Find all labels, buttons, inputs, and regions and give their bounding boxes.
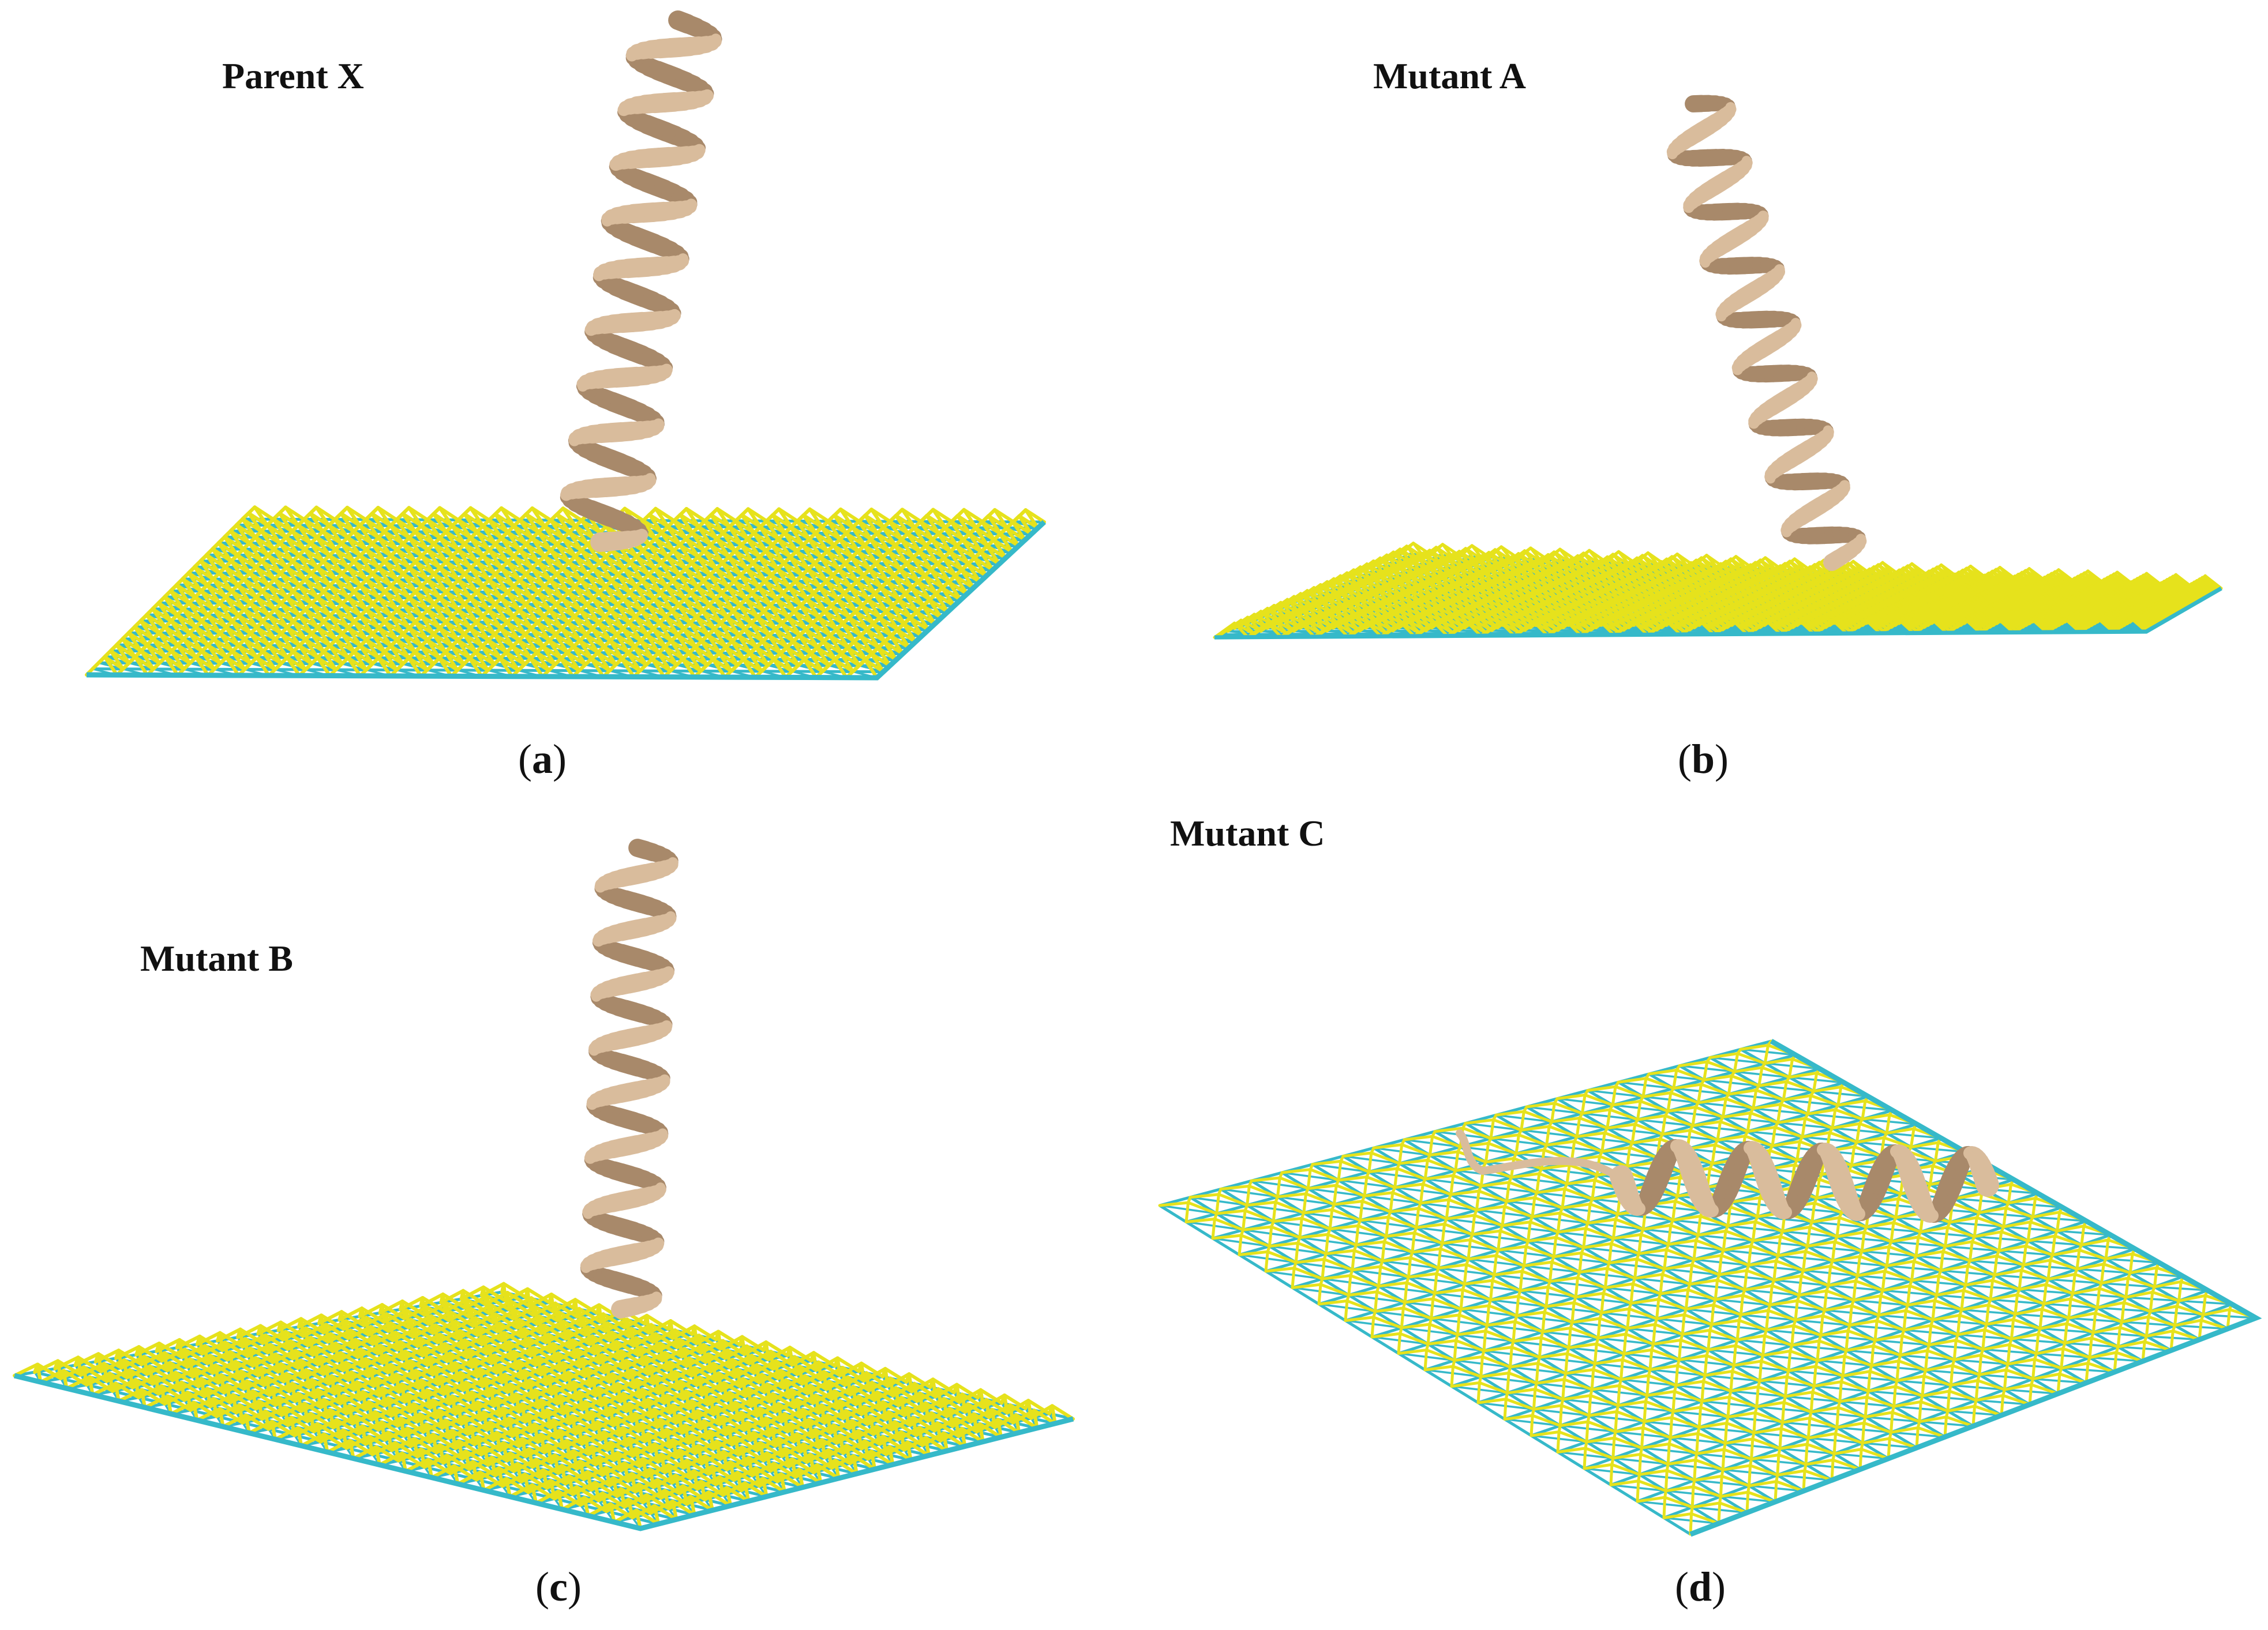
lattice-bond [176,655,198,677]
panel-b-title: Mutant A [1373,55,1526,96]
lattice-bond [285,656,301,678]
lattice-bond [346,656,362,678]
lattice-bond [316,656,332,678]
panel-a-title: Parent X [222,55,364,96]
lattice-bond [358,656,380,678]
lattice-bond [85,655,107,677]
lattice-bond [297,656,320,678]
lattice-pyramids [85,505,1046,679]
panel-c-caption: (c) [535,1564,582,1610]
lattice-bond [115,655,137,677]
lattice-bond [255,655,271,678]
lattice-bond [328,656,350,678]
panel-a-lattice-sheet [85,505,1047,681]
panel-c-title: Mutant B [140,938,293,979]
lattice-bond [224,655,241,677]
panel-b-caption: (b) [1678,736,1729,782]
panel-a-caption: (a) [518,736,567,782]
panel-d-caption: (d) [1675,1564,1726,1610]
lattice-bond [163,655,180,677]
lattice-bond [206,655,228,677]
lattice-pyramids [1213,542,2223,639]
lattice-bond [194,655,210,677]
lattice-bond [103,655,119,677]
lattice-bond [133,655,149,677]
panel-d-title: Mutant C [1170,813,1325,854]
lattice-bond [145,655,167,677]
lattice-bond [376,656,392,678]
lattice-bond [267,656,289,678]
panel-b-lattice-sheet [1213,542,2223,640]
lattice-bond [237,655,259,677]
